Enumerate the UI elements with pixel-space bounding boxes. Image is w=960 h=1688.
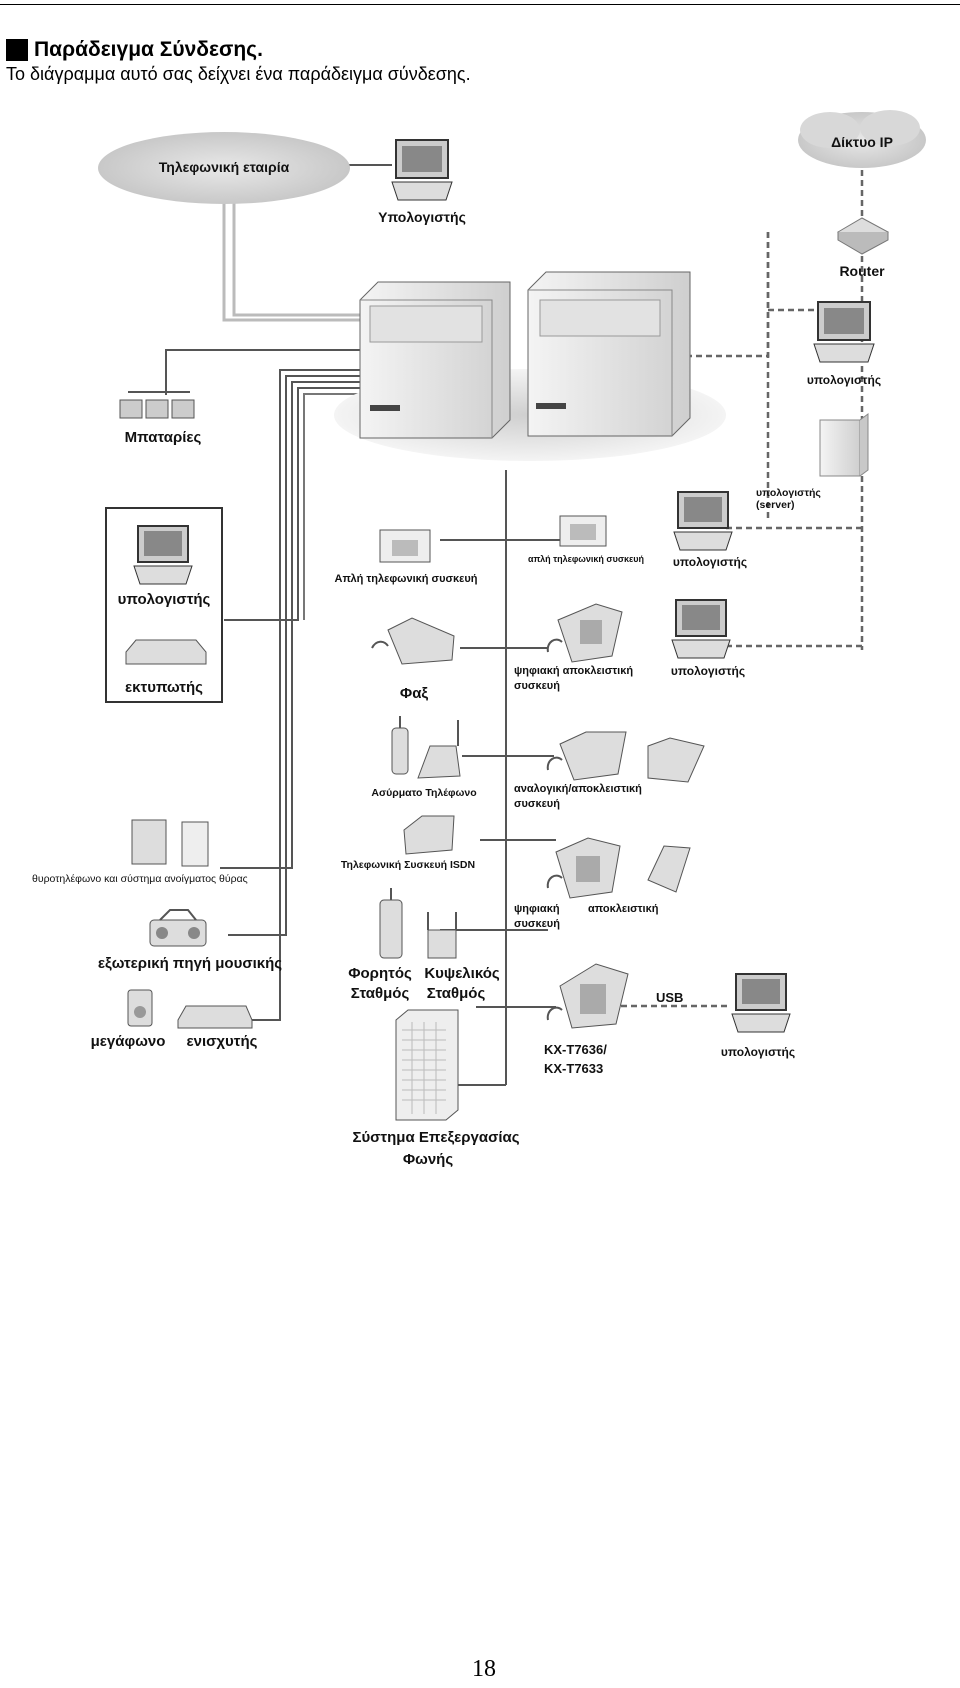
portable-label-1: Φορητός <box>348 965 412 982</box>
connection-lines <box>165 164 864 1086</box>
digital-label-2: συσκευή <box>514 918 560 930</box>
music-source-icon: εξωτερική πηγή μουσικής <box>98 909 282 972</box>
kx-t7636-phone-icon: USB KX-T7636/ KX-T7633 <box>544 963 683 1076</box>
server-label-1: υπολογιστής <box>756 487 821 499</box>
router-icon: Router <box>837 217 890 279</box>
speaker-icon: μεγάφωνο <box>91 989 166 1050</box>
computer-usb-label: υπολογιστής <box>721 1045 795 1059</box>
digital-proprietary-phone-icon: ψηφιακή αποκλειστική συσκευή <box>514 603 633 692</box>
computer-printer-group: υπολογιστής εκτυπωτής <box>105 507 223 703</box>
single-phone2-label: απλή τηλεφωνική συσκευή <box>528 554 644 564</box>
doorphone-icon: θυροτηλέφωνο και σύστημα ανοίγματος θύρα… <box>32 819 248 885</box>
pbx-unit-2 <box>527 271 691 437</box>
computer-usb-icon: υπολογιστής <box>721 973 795 1059</box>
bullet-square-icon <box>6 39 28 61</box>
analog-proprietary-phone-icon: αναλογική/αποκλειστική συσκευή <box>514 731 705 810</box>
router-label: Router <box>839 263 885 279</box>
section-heading: Παράδειγμα Σύνδεσης. <box>6 38 263 62</box>
heading-text: Παράδειγμα Σύνδεσης. <box>34 38 263 61</box>
ip-network-cloud: Δίκτυο IP <box>798 110 926 168</box>
fax-icon: Φαξ <box>371 617 455 702</box>
voice-processing-label-2: Φωνής <box>403 1151 453 1168</box>
speaker-label: μεγάφωνο <box>91 1033 166 1050</box>
computer-mid1-icon: υπολογιστής <box>673 491 747 569</box>
single-phone2-icon: απλή τηλεφωνική συσκευή <box>528 515 644 564</box>
usb-label: USB <box>656 990 683 1005</box>
telephone-company-cloud: Τηλεφωνική εταιρία <box>98 132 350 204</box>
top-rule <box>0 4 960 5</box>
single-phone1-label: Απλή τηλεφωνική συσκευή <box>335 573 478 585</box>
voice-processing-icon: Σύστημα Επεξεργασίας Φωνής <box>352 1009 520 1168</box>
amplifier-icon: ενισχυτής <box>177 1005 258 1050</box>
music-label: εξωτερική πηγή μουσικής <box>98 955 282 972</box>
cordless-label: Ασύρματο Τηλέφωνο <box>371 787 476 799</box>
ip-network-label: Δίκτυο IP <box>831 134 893 150</box>
isdn-label: Τηλεφωνική Συσκευή ISDN <box>341 859 475 871</box>
single-phone1-icon: Απλή τηλεφωνική συσκευή <box>335 529 478 585</box>
computer-top-label: Υπολογιστής <box>378 209 466 225</box>
model-label-2: KX-T7633 <box>544 1061 603 1076</box>
amplifier-label: ενισχυτής <box>187 1033 258 1050</box>
cordless-phone-icon: Ασύρματο Τηλέφωνο <box>371 716 477 799</box>
digital-label-1: ψηφιακή <box>514 903 560 915</box>
subtitle: Το διάγραμμα αυτό σας δείχνει ένα παράδε… <box>6 64 471 84</box>
proprietary-label: αποκλειστική <box>588 903 659 915</box>
server-label-2: (server) <box>756 499 795 511</box>
computer-top-icon: Υπολογιστής <box>378 139 466 225</box>
fax-label: Φαξ <box>400 685 429 702</box>
computer-right1-label: υπολογιστής <box>807 373 881 387</box>
digital-proprietary-label-2: συσκευή <box>514 680 560 692</box>
digital-proprietary-label-1: ψηφιακή αποκλειστική <box>514 665 633 677</box>
computer-mid2-icon: υπολογιστής <box>671 599 745 678</box>
batteries-label: Μπαταρίες <box>125 429 202 446</box>
computer-right1-icon: υπολογιστής <box>807 301 881 387</box>
digital-phone-icon: ψηφιακή συσκευή αποκλειστική <box>514 837 691 930</box>
model-label-1: KX-T7636/ <box>544 1042 607 1057</box>
pbx-unit-1 <box>359 281 511 439</box>
portable-label-2: Σταθμός <box>351 985 410 1002</box>
isdn-phone-icon: Τηλεφωνική Συσκευή ISDN <box>341 815 475 871</box>
computer-mid2-label: υπολογιστής <box>671 664 745 678</box>
portable-station-icon: Φορητός Σταθμός <box>348 888 412 1002</box>
computer-mid1-label: υπολογιστής <box>673 555 747 569</box>
page-number: 18 <box>472 1656 496 1682</box>
telephone-company-label: Τηλεφωνική εταιρία <box>159 159 290 175</box>
batteries-icon: Μπαταρίες <box>119 391 202 446</box>
cell-station-icon: Κυψελικός Σταθμός <box>424 912 500 1002</box>
printer-label: εκτυπωτής <box>125 679 203 696</box>
analog-proprietary-label-1: αναλογική/αποκλειστική <box>514 783 642 795</box>
analog-proprietary-label-2: συσκευή <box>514 798 560 810</box>
voice-processing-label-1: Σύστημα Επεξεργασίας <box>352 1129 519 1146</box>
doorphone-label: θυροτηλέφωνο και σύστημα ανοίγματος θύρα… <box>32 873 248 885</box>
cell-label-1: Κυψελικός <box>424 965 500 982</box>
cell-label-2: Σταθμός <box>427 985 486 1002</box>
computer-left-label: υπολογιστής <box>118 591 211 608</box>
server-icon: υπολογιστής (server) <box>756 413 869 511</box>
